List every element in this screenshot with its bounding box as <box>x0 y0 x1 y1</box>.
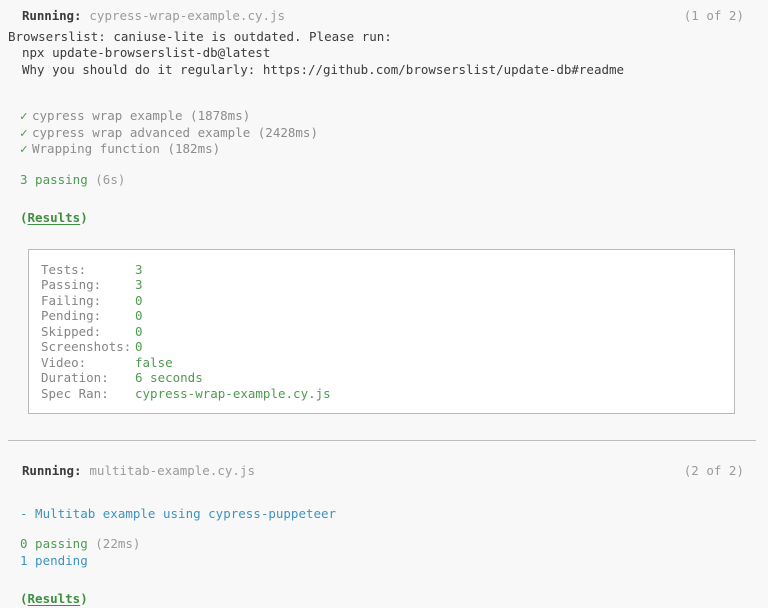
summary-line-2: 0 passing (22ms) <box>0 536 768 553</box>
results-row-value: 6 seconds <box>135 370 203 385</box>
passing-count-2: 0 passing <box>20 536 88 551</box>
results-row-value: 3 <box>135 277 143 292</box>
results-row: Skipped: 0 <box>29 324 734 340</box>
results-row: Video: false <box>29 355 734 371</box>
results-label-2: Results <box>27 591 81 606</box>
results-close-paren-1: ) <box>80 210 88 225</box>
spacer-before-results-box-1 <box>0 227 768 249</box>
spec-header-2-left: Running: multitab-example.cy.js <box>22 463 255 480</box>
results-row-value: cypress-wrap-example.cy.js <box>135 385 331 401</box>
warning-line-2: Why you should do it regularly: https://… <box>22 61 625 77</box>
results-summary-box: Tests: 3 Passing: 3 Failing: 0 Pending: 0 Sk… <box>28 248 735 414</box>
passing-count-1: 3 passing <box>20 171 88 187</box>
results-open-paren-1: ( <box>20 210 28 225</box>
spacer-before-summary-1 <box>0 158 768 172</box>
results-row: Passing: 3 <box>29 277 734 293</box>
results-row: Duration: 6 seconds <box>29 370 734 386</box>
warning-line-1: npx update-browserslist-db@latest <box>22 45 271 60</box>
spec-filename-1: cypress-wrap-example.cy.js <box>89 8 286 23</box>
spec-filename-2: multitab-example.cy.js <box>89 463 255 478</box>
running-label-1: Running: <box>22 8 82 23</box>
spacer-before-tests-1 <box>0 78 768 108</box>
results-row: Tests: 3 <box>29 262 734 278</box>
spec-header-2: Running: multitab-example.cy.js (2 of 2) <box>0 463 768 480</box>
spec-counter-1: (1 of 2) <box>683 8 744 23</box>
passing-time-1: (6s) <box>95 171 126 187</box>
spacer-after-divider <box>0 441 768 463</box>
results-row-value: 0 <box>135 308 143 323</box>
results-row-label: Skipped: <box>41 323 102 339</box>
results-row: Spec Ran: cypress-wrap-example.cy.js <box>29 386 734 402</box>
passing-time-2: (22ms) <box>95 536 141 551</box>
results-row-value: false <box>135 354 173 370</box>
spec-counter-2: (2 of 2) <box>683 463 744 478</box>
spacer-before-results-title-2 <box>0 569 768 591</box>
results-row: Screenshots:0 <box>29 339 734 355</box>
test-name: cypress wrap example (1878ms) <box>32 108 251 123</box>
results-close-paren-2: ) <box>80 591 88 606</box>
summary-line-1: 3 passing (6s) <box>0 172 768 189</box>
browserslist-warning-block: Browserslist: caniuse-lite is outdated. … <box>0 29 768 79</box>
results-row-value: 0 <box>135 339 143 354</box>
check-icon: ✓ <box>20 108 28 123</box>
results-row-value: 0 <box>135 292 143 308</box>
test-name: Wrapping function (182ms) <box>32 141 221 156</box>
pending-summary-line: 1 pending <box>0 553 768 570</box>
results-row-value: 3 <box>135 261 143 277</box>
results-label-1: Results <box>27 210 81 225</box>
check-icon: ✓ <box>20 124 28 140</box>
passing-test-list: ✓cypress wrap example (1878ms) ✓cypress … <box>0 108 768 158</box>
results-row-label: Passing: <box>41 277 102 292</box>
spacer-before-summary-2 <box>0 522 768 536</box>
spacer-before-results-title-1 <box>0 188 768 210</box>
test-row: ✓ cypress wrap example (1878ms) <box>20 108 768 125</box>
spec-header-1-left: Running: cypress-wrap-example.cy.js <box>22 8 285 25</box>
results-row-label: Video: <box>41 354 87 370</box>
results-row-label: Failing: <box>41 292 102 308</box>
results-row-label: Screenshots: <box>41 339 132 354</box>
spec-divider <box>8 440 756 441</box>
results-row-label: Spec Ran: <box>41 385 109 401</box>
running-label-2: Running: <box>22 463 82 478</box>
results-row-label: Tests: <box>41 261 87 277</box>
spacer-before-pending-list <box>0 480 768 506</box>
results-row: Pending: 0 <box>29 308 734 324</box>
spacer-before-divider <box>0 414 768 440</box>
pending-test-item: - Multitab example using cypress-puppete… <box>20 505 337 521</box>
results-row-label: Duration: <box>41 370 109 385</box>
top-spacer <box>0 0 768 8</box>
spec-header-1: Running: cypress-wrap-example.cy.js (1 of… <box>0 8 768 25</box>
test-name: cypress wrap advanced example (2428ms) <box>32 124 318 140</box>
check-icon: ✓ <box>20 141 28 156</box>
pending-count-2: 1 pending <box>20 552 88 568</box>
results-row: Failing: 0 <box>29 293 734 309</box>
warning-line-0: Browserslist: caniuse-lite is outdated. … <box>8 28 392 44</box>
results-heading-1: (Results) <box>0 210 768 227</box>
test-row: ✓ Wrapping function (182ms) <box>20 141 768 158</box>
results-heading-2: (Results) <box>0 591 768 608</box>
results-row-label: Pending: <box>41 308 102 323</box>
test-row: ✓cypress wrap advanced example (2428ms) <box>20 125 768 142</box>
results-row-value: 0 <box>135 323 143 339</box>
results-open-paren-2: ( <box>20 591 28 606</box>
